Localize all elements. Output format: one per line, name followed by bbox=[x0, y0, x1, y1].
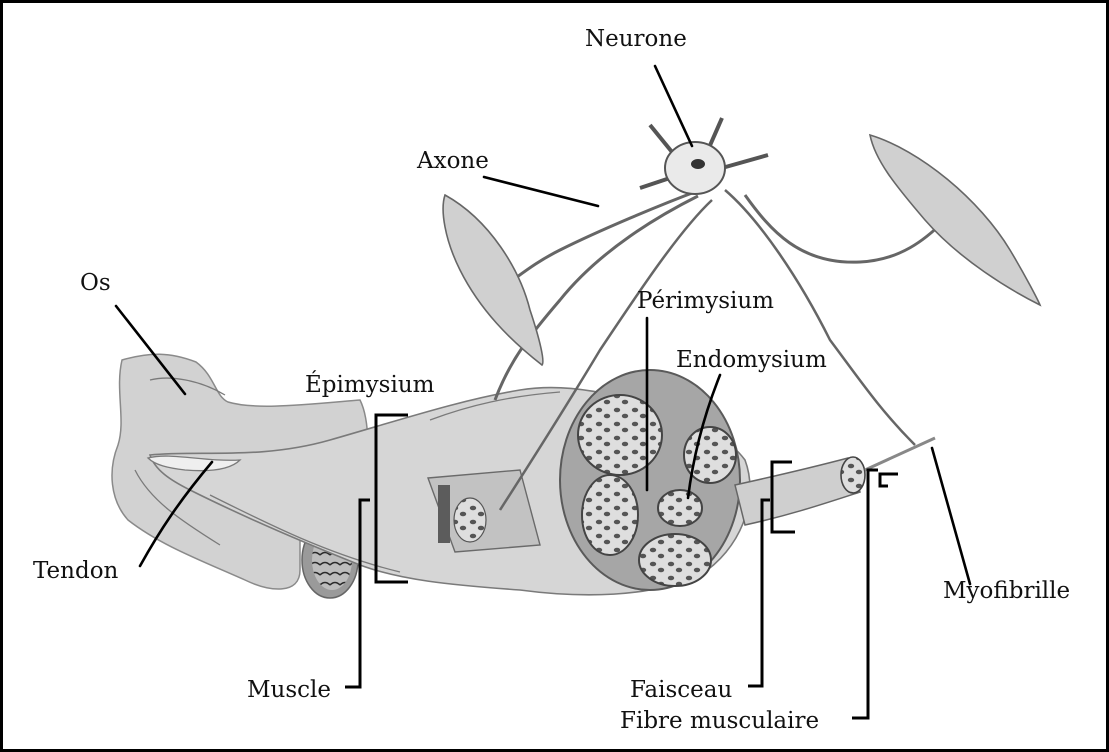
label-endomysium: Endomysium bbox=[676, 347, 827, 373]
label-myofibrille: Myofibrille bbox=[943, 578, 1070, 604]
label-perimysium: Périmysium bbox=[637, 288, 774, 314]
label-epimysium: Épimysium bbox=[305, 371, 435, 398]
label-faisceau: Faisceau bbox=[630, 677, 732, 703]
label-os: Os bbox=[80, 270, 111, 296]
label-fibre-musculaire: Fibre musculaire bbox=[620, 708, 819, 734]
label-axone: Axone bbox=[416, 148, 489, 174]
label-neurone: Neurone bbox=[585, 26, 687, 52]
label-tendon: Tendon bbox=[33, 558, 119, 584]
label-muscle: Muscle bbox=[247, 677, 331, 703]
